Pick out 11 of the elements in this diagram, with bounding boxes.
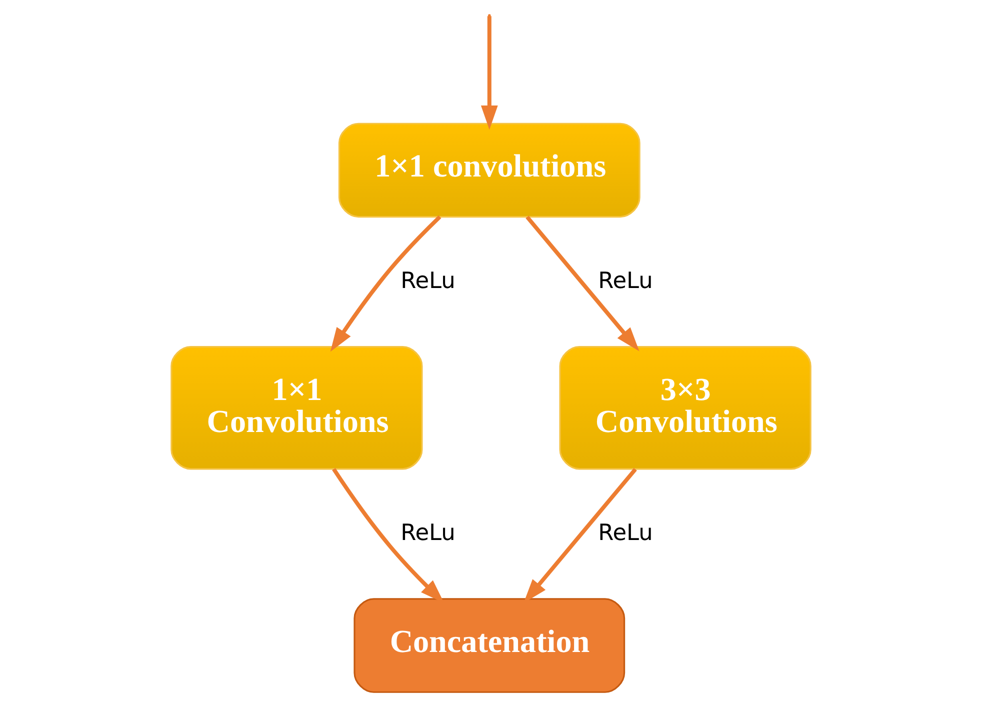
edge-label: ReLu [598, 268, 653, 294]
node-box: Concatenation [354, 598, 626, 693]
arrow [480, 16, 498, 130]
node-box: 1×1 convolutions [338, 122, 640, 218]
edge-label: ReLu [400, 268, 456, 294]
edge-label: ReLu [400, 520, 456, 546]
node-box: 3×3 Convolutions [559, 346, 812, 470]
node-box: 1×1 Convolutions [170, 346, 423, 470]
arrow [330, 215, 442, 352]
arrow [526, 216, 640, 352]
edge-label: ReLu [598, 520, 653, 546]
